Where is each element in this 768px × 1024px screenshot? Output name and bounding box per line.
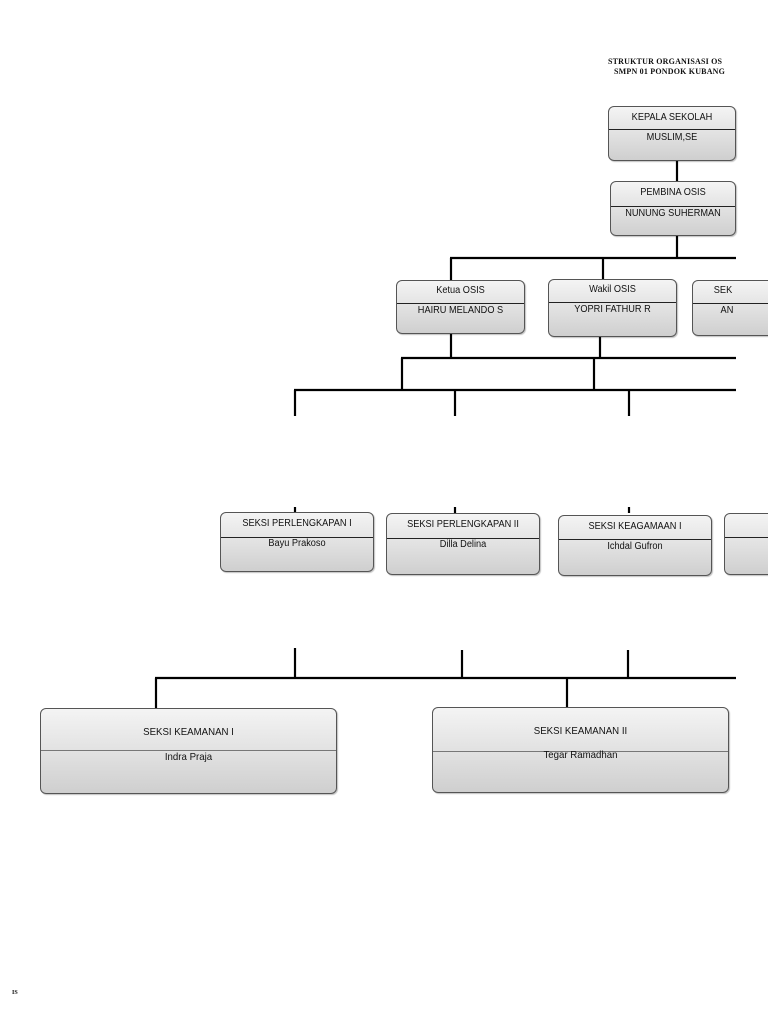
node-divider <box>221 537 373 538</box>
node-divider <box>397 303 524 304</box>
node-partial-right <box>724 513 768 575</box>
node-name: Tegar Ramadhan <box>543 749 618 761</box>
node-name: HAIRU MELANDO S <box>417 305 504 316</box>
node-seksi-keagamaan-1: SEKSI KEAGAMAAN I Ichdal Gufron <box>558 515 712 576</box>
node-role: SEKSI KEAMANAN II <box>533 725 628 737</box>
node-divider <box>387 538 539 539</box>
node-divider <box>559 539 711 540</box>
node-ketua-osis: Ketua OSIS HAIRU MELANDO S <box>396 280 525 334</box>
node-role: Ketua OSIS <box>436 285 485 296</box>
node-seksi-perlengkapan-1: SEKSI PERLENGKAPAN I Bayu Prakoso <box>220 512 374 572</box>
node-divider <box>609 129 735 130</box>
node-divider <box>611 206 735 207</box>
node-name: NUNUNG SUHERMAN <box>625 208 721 219</box>
node-role: PEMBINA OSIS <box>640 187 706 198</box>
node-wakil-osis: Wakil OSIS YOPRI FATHUR R <box>548 279 677 337</box>
node-name: YOPRI FATHUR R <box>574 304 651 315</box>
node-role: SEKSI PERLENGKAPAN II <box>407 519 519 530</box>
node-divider <box>549 302 676 303</box>
node-role: SEK <box>713 285 733 296</box>
node-kepala-sekolah: KEPALA SEKOLAH MUSLIM,SE <box>608 106 736 161</box>
node-pembina-osis: PEMBINA OSIS NUNUNG SUHERMAN <box>610 181 736 236</box>
node-name: MUSLIM,SE <box>646 132 698 143</box>
node-name: AN <box>720 305 734 316</box>
node-role: SEKSI KEAMANAN I <box>143 726 234 738</box>
node-name: Ichdal Gufron <box>607 541 663 552</box>
node-role: Wakil OSIS <box>589 284 636 295</box>
node-name: Dilla Delina <box>439 539 487 550</box>
node-name: Indra Praja <box>164 751 213 763</box>
node-divider <box>693 303 768 304</box>
node-role: SEKSI PERLENGKAPAN I <box>242 518 352 529</box>
node-divider <box>725 537 768 538</box>
node-sekretaris: SEK AN <box>692 280 768 336</box>
node-seksi-perlengkapan-2: SEKSI PERLENGKAPAN II Dilla Delina <box>386 513 540 575</box>
node-seksi-keamanan-2: SEKSI KEAMANAN II Tegar Ramadhan <box>432 707 729 793</box>
node-divider <box>433 751 728 752</box>
node-role: SEKSI KEAGAMAAN I <box>588 521 682 532</box>
chart-title: STRUKTUR ORGANISASI OS <box>608 57 723 66</box>
node-name: Bayu Prakoso <box>268 538 326 549</box>
node-divider <box>41 750 336 751</box>
chart-subtitle: SMPN 01 PONDOK KUBANG <box>614 67 726 76</box>
node-role: KEPALA SEKOLAH <box>631 112 713 123</box>
footer-mark: IS <box>12 990 18 996</box>
node-seksi-keamanan-1: SEKSI KEAMANAN I Indra Praja <box>40 708 337 794</box>
